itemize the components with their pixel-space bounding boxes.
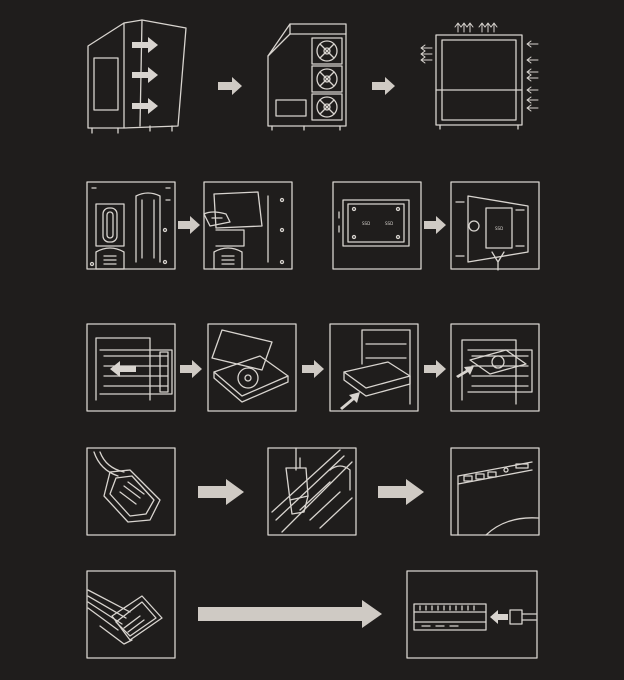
step-ssd-bracket-a: SSD SSD <box>333 182 421 269</box>
airflow-arrows-icon <box>421 23 538 111</box>
flow-arrow-icon <box>198 600 382 628</box>
step-sata-power-plug-in <box>407 571 537 658</box>
flow-arrow-icon <box>372 77 395 95</box>
step-case-fans <box>268 24 346 130</box>
flow-arrow-icon <box>218 77 242 95</box>
ssd-label: SSD <box>385 221 393 226</box>
step-hdd-installed <box>451 324 539 411</box>
flow-arrow-icon <box>378 479 424 505</box>
flow-arrow-icon <box>424 216 446 234</box>
step-hdd-tray-remove <box>87 324 175 411</box>
pull-arrow-icon <box>110 361 136 377</box>
ssd-label: SSD <box>362 221 370 226</box>
step-ssd-bracket-b: SSD <box>451 182 539 270</box>
step-usb-connector <box>87 448 175 535</box>
push-arrow-icon <box>490 610 508 624</box>
step-hdd-insert <box>330 324 418 411</box>
flow-arrow-icon <box>302 360 324 378</box>
ssd-label: SSD <box>495 226 503 231</box>
flow-arrow-icon <box>198 479 244 505</box>
flow-arrow-icon <box>424 360 446 378</box>
step-drive-tray-a <box>87 182 175 269</box>
step-usb-plug-in <box>268 448 356 535</box>
pull-arrow-icon <box>132 37 158 114</box>
step-hdd-place <box>208 324 296 411</box>
push-arrow-icon <box>456 366 474 378</box>
push-arrow-icon <box>340 392 360 410</box>
step-drive-tray-b <box>204 182 292 269</box>
step-front-io-panel <box>451 448 539 535</box>
flow-arrow-icon <box>180 360 202 378</box>
step-airflow-view <box>421 23 538 129</box>
fan-icon <box>317 41 337 117</box>
flow-arrow-icon <box>178 216 200 234</box>
step-sata-power-cable <box>87 571 175 658</box>
step-remove-side-panel <box>88 20 186 133</box>
